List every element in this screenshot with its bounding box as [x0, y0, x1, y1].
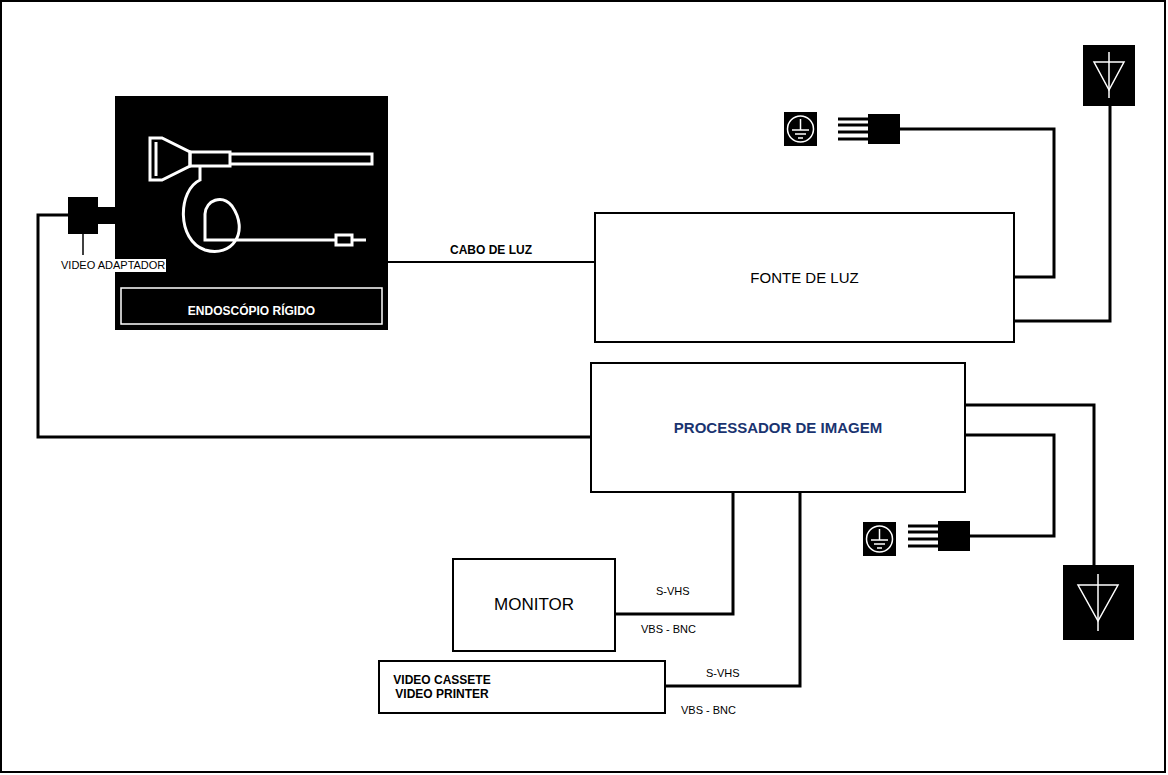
power-plug-part-part: [838, 131, 868, 134]
power-plug-part-part: [838, 124, 868, 127]
processor-power-part: [966, 435, 1054, 536]
equipotential-symbol-part: [1063, 565, 1134, 640]
power-plug-part-part: [838, 118, 868, 121]
ground-symbol-part: [871, 529, 888, 548]
node-label: MONITOR: [494, 595, 574, 615]
ground-symbol-part-part: [874, 543, 885, 545]
power-plug-part: [868, 114, 900, 144]
image-processor-box: PROCESSADOR DE IMAGEM: [590, 362, 966, 493]
endoscope-illustration-part-part: [352, 239, 366, 242]
power-plug-part-part: [908, 538, 938, 541]
light-source-box: FONTE DE LUZ: [594, 212, 1015, 343]
node-label: VIDEO CASSETE VIDEO PRINTER: [386, 673, 498, 702]
ground-symbol-part-part: [800, 119, 802, 130]
endoscope-illustration-part: [115, 96, 388, 330]
video-adapter: [68, 197, 115, 255]
light-source-power-part: [1015, 106, 1110, 321]
part-label: VIDEO ADAPTADOR: [60, 259, 166, 272]
endoscope-illustration-part: [121, 288, 382, 324]
signal-label: VBS - BNC: [680, 704, 737, 717]
cable-label: CABO DE LUZ: [448, 243, 534, 257]
endoscope-illustration-part-part: [155, 142, 158, 176]
power-plug-part-part: [908, 525, 938, 528]
ground-symbol-part: [784, 112, 817, 146]
node-label: ENDOSCÓPIO RÍGIDO: [188, 304, 315, 318]
power-plug: [838, 114, 900, 144]
ground-symbol-part-part: [879, 529, 881, 540]
endoscope-illustration-part-part: [230, 154, 372, 164]
processor-power: [966, 405, 1094, 565]
equipotential-symbol-part: [1108, 52, 1110, 98]
endoscope-illustration-part-part: [336, 235, 352, 245]
equipotential-symbol: [1063, 565, 1134, 640]
endoscope-illustration: [115, 96, 388, 330]
ground-symbol-part: [792, 119, 809, 138]
ground-symbol-part-part: [877, 547, 882, 549]
endoscope-illustration-part-part: [190, 152, 230, 166]
power-plug-part: [938, 521, 970, 551]
node-label: PROCESSADOR DE IMAGEM: [674, 419, 882, 437]
processor-power-part: [966, 405, 1094, 565]
video-cable: [616, 493, 733, 614]
ground-symbol-part: [863, 522, 896, 556]
ground-symbol-part-part: [798, 137, 803, 139]
endoscope-illustration-part: [150, 138, 372, 251]
video-adapter-part: [68, 197, 98, 234]
light-cable: [388, 261, 594, 263]
video-adapter-part: [98, 207, 115, 224]
recorder-box: VIDEO CASSETE VIDEO PRINTER: [378, 660, 666, 714]
ground-symbol-part-part: [871, 539, 888, 541]
power-plug: [908, 521, 970, 551]
power-plug-part-part: [838, 138, 868, 141]
ground-symbol-part: [867, 526, 893, 552]
signal-label: VBS - BNC: [640, 623, 697, 636]
power-plug-part: [838, 119, 868, 139]
ground-symbol-part-part: [795, 133, 806, 135]
node-label: FONTE DE LUZ: [750, 269, 858, 287]
endoscope-illustration-part-part: [150, 138, 190, 180]
endoscope-box: ENDOSCÓPIO RÍGIDO: [115, 96, 388, 330]
ground-symbol-part-part: [792, 129, 809, 131]
power-plug-part-part: [908, 531, 938, 534]
equipotential-symbol-part: [1097, 574, 1099, 631]
equipotential-symbol-part: [1083, 45, 1135, 106]
signal-label: S-VHS: [705, 667, 741, 680]
ground-symbol: [784, 112, 817, 146]
equipotential-symbol: [1083, 45, 1135, 106]
monitor-box: MONITOR: [452, 558, 616, 652]
video-adapter-part: [82, 234, 84, 255]
endoscope-illustration-part-part: [183, 166, 336, 251]
power-plug-part: [908, 526, 938, 546]
ground-symbol-part: [788, 116, 814, 142]
power-plug-part-part: [908, 545, 938, 548]
ground-symbol: [863, 522, 896, 556]
signal-label: S-VHS: [655, 585, 691, 598]
